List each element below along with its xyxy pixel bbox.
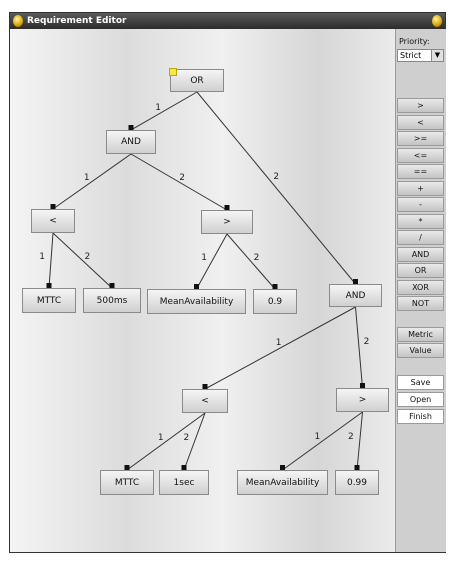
edge-end-marker — [109, 283, 115, 288]
open-button[interactable]: Open — [397, 392, 444, 407]
tree-node-v09[interactable]: 0.9 — [253, 289, 297, 314]
edge-and1-lt1 — [52, 153, 132, 210]
operator-button-eq[interactable]: == — [397, 164, 444, 179]
operator-button-and[interactable]: AND — [397, 246, 444, 262]
operator-button-not[interactable]: NOT — [397, 296, 444, 311]
edge-label: 1 — [314, 432, 321, 443]
edge-or-and2 — [196, 91, 356, 285]
edge-label: 1 — [157, 432, 164, 443]
tree-node-sec[interactable]: 1sec — [159, 470, 209, 495]
edge-end-marker — [46, 283, 52, 288]
edge-end-marker — [202, 384, 208, 389]
edge-end-marker — [360, 383, 365, 388]
operator-button-multiply[interactable]: * — [397, 213, 444, 229]
edge-lt2-mttc2 — [126, 412, 206, 471]
edge-gt2-v099 — [356, 411, 363, 471]
window-title: Requirement Editor — [27, 16, 127, 26]
window-close-icon[interactable] — [432, 15, 442, 27]
tree-node-and2[interactable]: AND — [329, 284, 382, 307]
window-menu-icon[interactable] — [13, 15, 23, 27]
edge-label: 1 — [155, 103, 162, 114]
edge-label: 2 — [84, 251, 91, 262]
operator-button-lt[interactable]: < — [397, 114, 444, 130]
tree-node-lt2[interactable]: < — [182, 389, 228, 413]
value-button[interactable]: Value — [397, 343, 444, 358]
edge-or-and1 — [130, 91, 198, 131]
edge-label: 2 — [183, 432, 190, 443]
priority-select[interactable]: Strict ▼ — [397, 49, 444, 62]
save-button[interactable]: Save — [397, 375, 444, 390]
tree-node-ma2[interactable]: MeanAvailability — [237, 470, 328, 495]
edge-label: 1 — [83, 172, 90, 183]
edge-label: 1 — [39, 251, 45, 262]
edge-end-marker — [50, 204, 56, 209]
tree-node-and1[interactable]: AND — [106, 130, 156, 154]
operator-button-le[interactable]: <= — [397, 147, 444, 163]
priority-label: Priority: — [399, 37, 430, 46]
edge-end-marker — [128, 125, 134, 130]
tree-node-ma1[interactable]: MeanAvailability — [147, 289, 246, 314]
tree-node-mttc1[interactable]: MTTC — [22, 288, 76, 313]
edge-end-marker — [280, 465, 285, 470]
operator-button-minus[interactable]: - — [397, 197, 444, 212]
chevron-down-icon[interactable]: ▼ — [431, 50, 443, 61]
finish-button[interactable]: Finish — [397, 409, 444, 424]
edge-end-marker — [224, 205, 230, 210]
edge-end-marker — [353, 279, 358, 284]
edge-lt2-sec — [183, 412, 206, 471]
tree-node-v099[interactable]: 0.99 — [335, 470, 379, 495]
edge-gt1-v09 — [226, 233, 276, 290]
edge-label: 2 — [179, 173, 185, 184]
metric-button[interactable]: Metric — [397, 327, 444, 342]
edge-end-marker — [194, 284, 199, 289]
tree-node-or[interactable]: OR — [169, 68, 224, 92]
edge-label: 2 — [363, 337, 370, 348]
edge-gt2-ma2 — [282, 411, 363, 471]
tree-node-mttc2[interactable]: MTTC — [100, 470, 154, 495]
edge-and2-gt2 — [355, 306, 363, 389]
tree-node-gt1[interactable]: > — [201, 210, 253, 234]
edge-lt1-ms — [52, 232, 113, 289]
operator-button-xor[interactable]: XOR — [397, 279, 444, 295]
edge-end-marker — [124, 465, 130, 470]
title-bar: Requirement Editor — [10, 13, 445, 29]
edge-label: 2 — [253, 252, 260, 263]
edge-end-marker — [354, 465, 360, 470]
operator-button-ge[interactable]: >= — [397, 131, 444, 146]
tree-node-lt1[interactable]: < — [31, 209, 75, 233]
operator-button-or[interactable]: OR — [397, 263, 444, 278]
operator-button-gt[interactable]: > — [397, 98, 444, 113]
edge-label: 2 — [273, 172, 280, 183]
edge-and1-gt1 — [130, 153, 228, 211]
edge-label: 1 — [201, 252, 207, 263]
operator-button-plus[interactable]: + — [397, 180, 444, 196]
edge-gt1-ma1 — [196, 233, 228, 290]
edge-end-marker — [181, 465, 187, 470]
edge-label: 2 — [348, 432, 354, 443]
priority-value: Strict — [400, 51, 422, 60]
edge-and2-lt2 — [204, 306, 356, 390]
tree-node-ms[interactable]: 500ms — [83, 288, 141, 313]
tree-edges — [46, 91, 365, 471]
edge-end-marker — [272, 284, 278, 289]
edge-label: 1 — [275, 337, 282, 348]
operator-button-divide[interactable]: / — [397, 230, 444, 245]
edge-lt1-mttc1 — [48, 232, 54, 289]
tree-node-gt2[interactable]: > — [336, 388, 389, 412]
